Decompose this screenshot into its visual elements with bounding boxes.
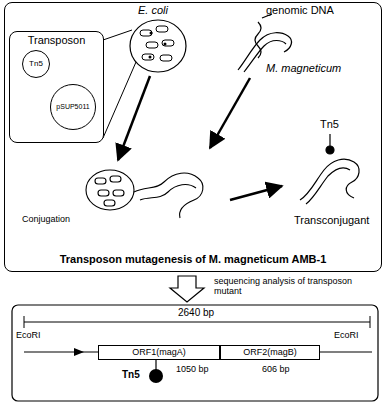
gene-box: ORF1(magA): [98, 345, 220, 360]
insertion-line: [155, 359, 156, 370]
tn5-label: Tn5: [320, 118, 339, 131]
length-label: 1050 bp: [176, 364, 209, 374]
step-label: sequencing analysis of transposon mutant: [214, 276, 374, 297]
organism-label: E. coli: [138, 4, 168, 17]
site-label: EcoRI: [16, 330, 41, 340]
gene-box: ORF2(magB): [220, 345, 320, 360]
dna-label: genomic DNA: [266, 4, 334, 17]
step-label: Transconjugant: [294, 214, 369, 227]
transposon-box: TransposonTn5 pSUP5011: [9, 31, 104, 143]
tn5-circle: Tn5: [22, 50, 50, 78]
process-arrow: [230, 186, 282, 200]
zoom-line: [103, 30, 132, 40]
dimension-label: 2640 bp: [178, 307, 214, 319]
node-text: Transposon mutagenesis of M. magneticum …: [60, 253, 327, 265]
node-text: Transposon: [28, 34, 86, 46]
step-label: Conjugation: [22, 214, 70, 224]
promoter-arrow: [74, 348, 84, 356]
site-label: EcoRI: [334, 330, 359, 340]
tn5-insertion: [149, 369, 163, 383]
node-text: ORF1(magA): [132, 348, 186, 358]
length-label: 606 bp: [262, 364, 290, 374]
node-text: pSUP5011: [56, 103, 89, 111]
node-text: ORF2(magB): [243, 348, 297, 358]
plasmid-circle: pSUP5011: [50, 84, 96, 130]
conjugation-cells: [86, 170, 203, 218]
transconjugant-cell: [300, 134, 359, 204]
ecoli-cluster: [130, 20, 186, 72]
tn5-label: Tn5: [122, 369, 140, 381]
node-text: Tn5: [29, 60, 43, 69]
step-arrow: [170, 276, 204, 302]
process-arrow: [118, 76, 150, 160]
panel-box: Transposon mutagenesis of M. magneticum …: [4, 2, 382, 272]
gene-map-frame: [12, 305, 378, 401]
organism-label: M. magneticum: [266, 62, 341, 75]
process-arrow: [210, 78, 250, 148]
